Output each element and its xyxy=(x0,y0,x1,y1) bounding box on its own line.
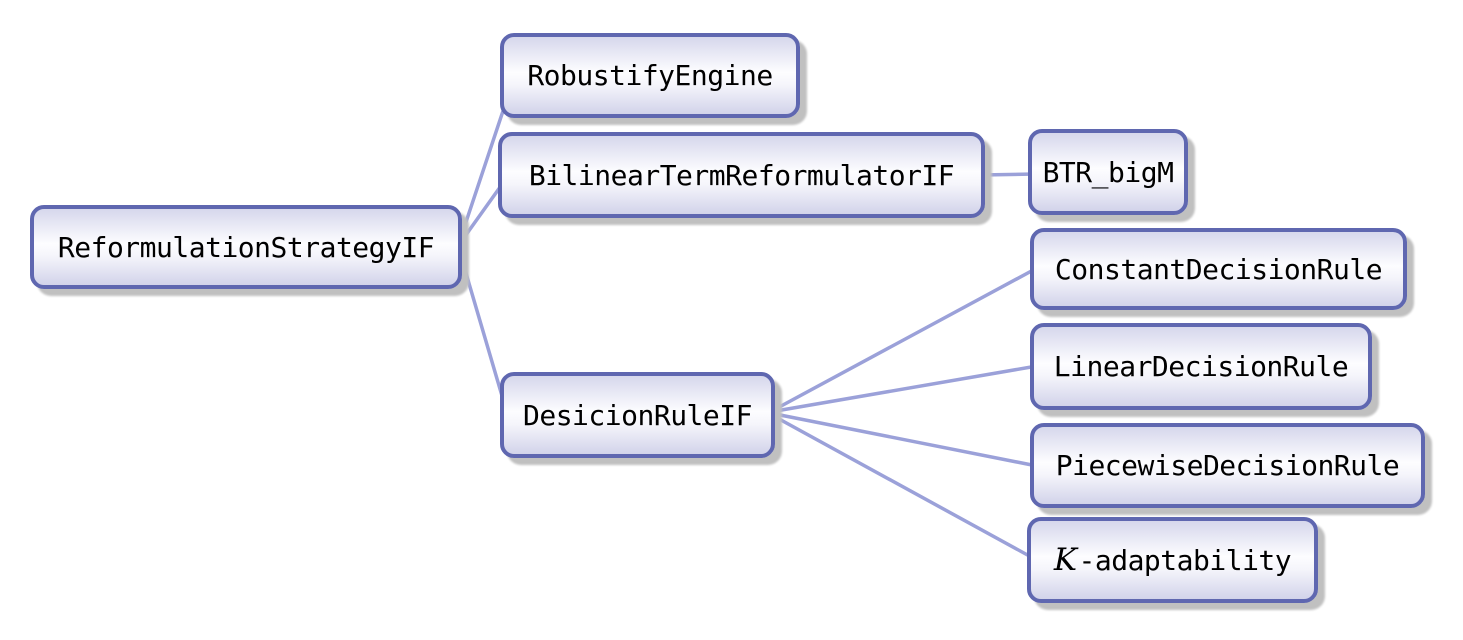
edge-bilinear-to-btr-bigm xyxy=(978,172,1037,177)
node-robustify-engine: RobustifyEngine xyxy=(500,33,800,118)
node-label: RobustifyEngine xyxy=(527,59,773,92)
edge-root-to-desicion-rule-if xyxy=(456,244,507,408)
node-desicion-rule-if: DesicionRuleIF xyxy=(500,372,775,458)
node-reformulation-strategy-if: ReformulationStrategyIF xyxy=(30,205,462,289)
node-label: BilinearTermReformulatorIF xyxy=(528,158,955,192)
node-k-adaptability: K-adaptability xyxy=(1027,517,1318,603)
node-label-suffix: -adaptability xyxy=(1078,544,1292,577)
edge-desicion-to-linear-decision-rule xyxy=(768,364,1039,414)
node-label: K-adaptability xyxy=(1053,542,1292,578)
node-piecewise-decision-rule: PiecewiseDecisionRule xyxy=(1030,423,1425,508)
node-constant-decision-rule: ConstantDecisionRule xyxy=(1030,228,1407,310)
node-label: DesicionRuleIF xyxy=(522,398,753,432)
node-label: PiecewiseDecisionRule xyxy=(1055,449,1400,482)
edge-root-to-robustify-engine xyxy=(456,94,510,248)
edge-desicion-to-constant-decision-rule xyxy=(768,266,1039,414)
node-btr-bigm: BTR_bigM xyxy=(1028,129,1188,215)
edge-desicion-to-k-adaptability xyxy=(768,412,1035,560)
node-label: LinearDecisionRule xyxy=(1053,350,1349,383)
node-linear-decision-rule: LinearDecisionRule xyxy=(1030,323,1372,410)
edge-desicion-to-piecewise-decision-rule xyxy=(768,411,1039,468)
math-italic-k: K xyxy=(1053,542,1077,578)
node-label: BTR_bigM xyxy=(1042,155,1174,189)
node-label: ConstantDecisionRule xyxy=(1054,252,1383,286)
node-label: ReformulationStrategyIF xyxy=(57,230,435,264)
node-bilinear-term-reformulator-if: BilinearTermReformulatorIF xyxy=(498,132,985,218)
